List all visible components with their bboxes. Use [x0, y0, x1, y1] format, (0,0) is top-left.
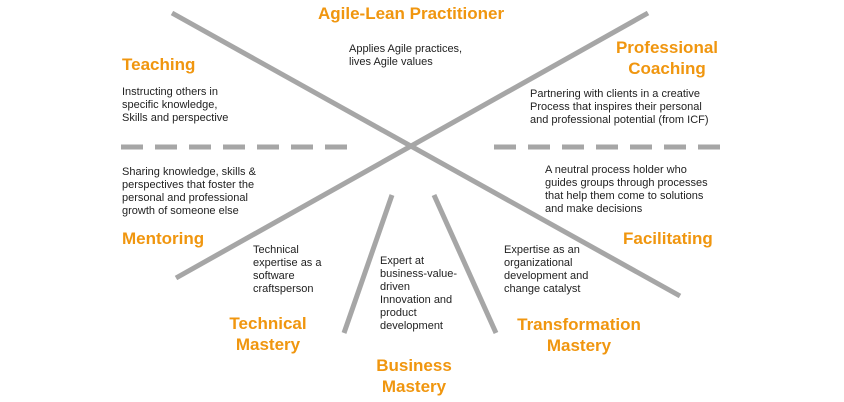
- mentoring-description: Sharing knowledge, skills & perspectives…: [122, 166, 256, 217]
- facilitating-title: Facilitating: [623, 229, 713, 248]
- transformation-mastery-title: Transformation Mastery: [517, 315, 641, 355]
- technical-mastery-description: Technical expertise as a software crafts…: [253, 244, 322, 295]
- teaching-description: Instructing others in specific knowledge…: [122, 86, 229, 124]
- transformation-mastery-description: Expertise as an organizational developme…: [504, 244, 589, 295]
- business-mastery-right-line: [431, 193, 499, 335]
- professional-coaching-title: Professional Coaching: [615, 38, 719, 78]
- diagonal-line-top-left-to-bottom-right: [170, 10, 682, 299]
- professional-coaching-description: Partnering with clients in a creative Pr…: [530, 88, 709, 126]
- agile-lean-practitioner-title: Agile-Lean Practitioner: [318, 4, 505, 23]
- diagonal-line-top-right-to-bottom-left: [174, 10, 650, 281]
- business-mastery-title: Business Mastery: [376, 356, 452, 396]
- business-mastery-description: Expert at business-value- driven Innovat…: [380, 255, 458, 332]
- teaching-title: Teaching: [122, 55, 196, 74]
- agile-lean-practitioner-description: Applies Agile practices, lives Agile val…: [349, 43, 463, 68]
- mentoring-title: Mentoring: [122, 229, 205, 248]
- technical-mastery-title: Technical Mastery: [229, 314, 307, 354]
- business-mastery-left-line: [341, 194, 395, 334]
- facilitating-description: A neutral process holder who guides grou…: [545, 164, 708, 215]
